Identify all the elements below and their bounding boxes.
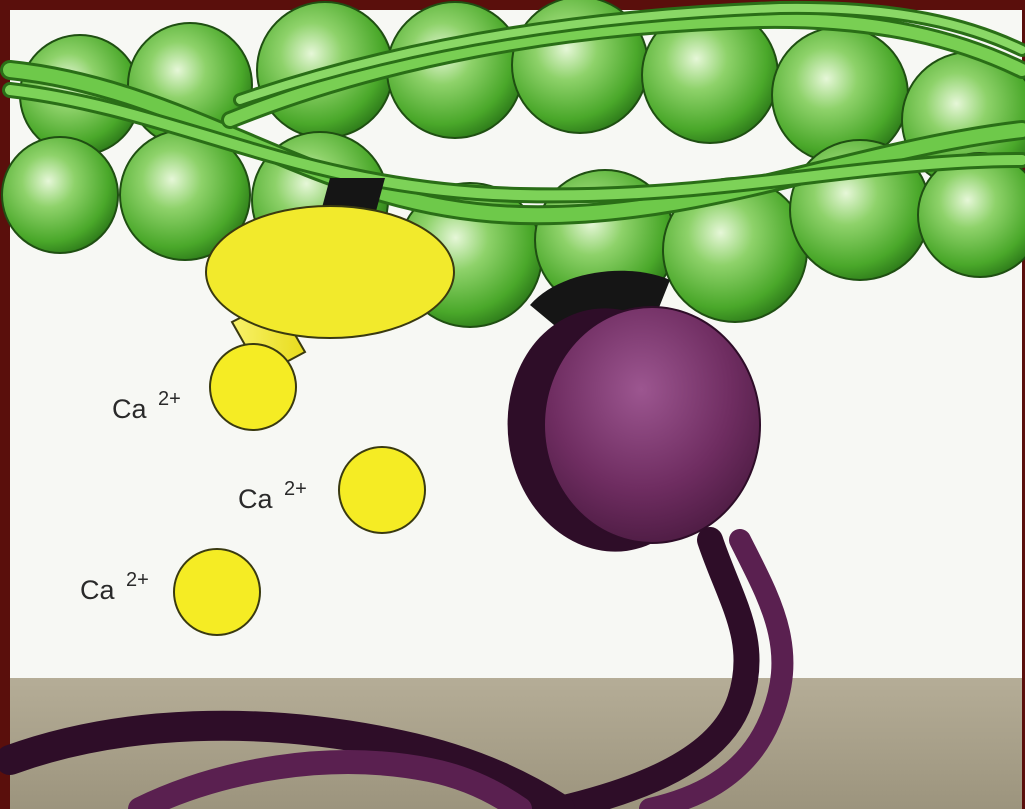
calcium-ion — [174, 549, 260, 635]
ion-charge-1: 2+ — [158, 388, 181, 410]
myosin-head — [544, 307, 760, 543]
troponin-ellipse — [206, 206, 454, 338]
actin-bead — [2, 137, 118, 253]
ion-label-3: Ca — [80, 575, 115, 605]
ion-charge-2: 2+ — [284, 478, 307, 500]
calcium-ion — [339, 447, 425, 533]
calcium-ion — [210, 344, 296, 430]
ion-label-2: Ca — [238, 484, 273, 514]
ion-label-1: Ca — [112, 394, 147, 424]
ion-charge-3: 2+ — [126, 569, 149, 591]
